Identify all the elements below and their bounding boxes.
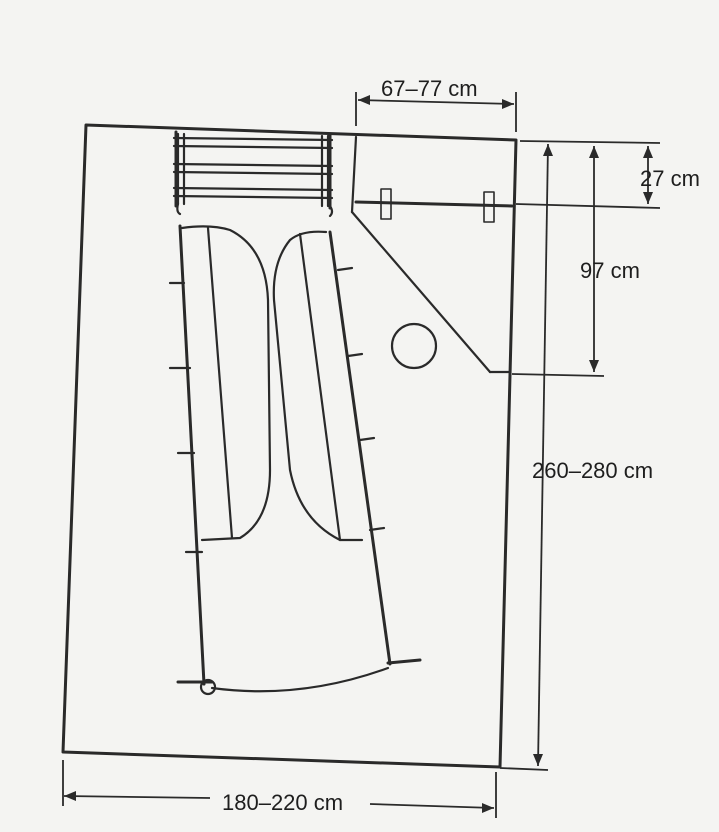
round-fixture [390,322,438,370]
bottom-pin-right [386,658,422,665]
dim-total-width: 180–220 cm [62,760,497,818]
bed-frame [168,224,422,696]
dim-total-length-label: 260–280 cm [532,458,653,483]
rack-bay [350,135,514,374]
dim-top-width: 67–77 cm [355,76,517,132]
ladder-headboard [172,130,334,218]
dim-incline-depth-label: 97 cm [580,258,640,283]
dim-total-width-label: 180–220 cm [222,790,343,815]
left-pad [180,225,272,542]
dim-total-length: 260–280 cm [499,143,653,771]
bottom-hinge [199,678,217,696]
bar-bracket-right [483,191,495,223]
dim-top-depth-label: 27 cm [640,166,700,191]
bar-bracket-left [380,188,392,220]
room-outline [61,123,518,769]
hanging-bar [354,200,514,208]
right-pad [272,230,364,542]
dim-top-depth: 27 cm [515,140,700,209]
dim-incline-depth: 97 cm [511,146,640,377]
dim-top-width-label: 67–77 cm [381,76,478,101]
